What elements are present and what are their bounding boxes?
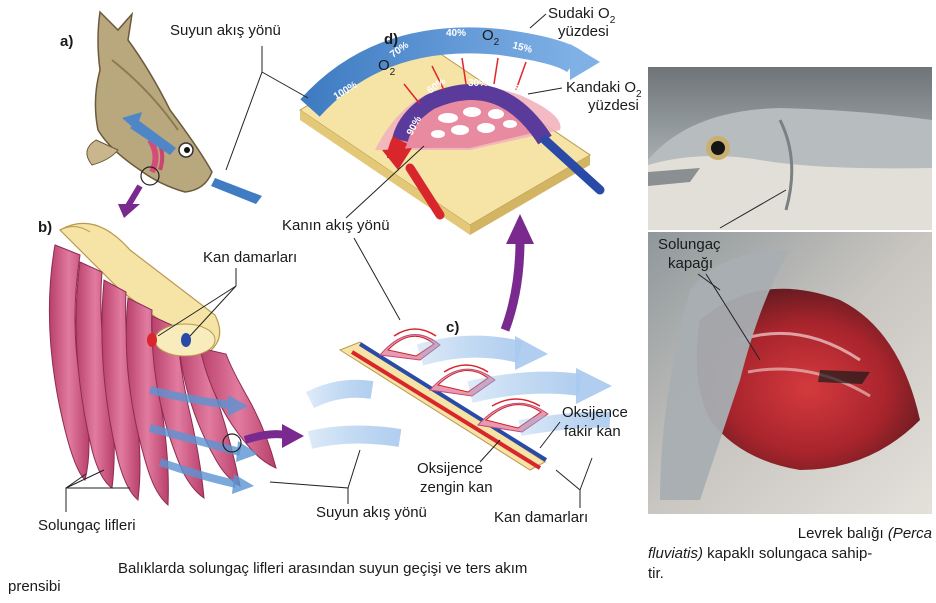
caption-left-line1: Balıklarda solungaç lifleri arasından su… xyxy=(118,559,638,579)
oxygen-poor-label-2: fakir kan xyxy=(564,423,621,440)
caption-left-line2: prensibi xyxy=(8,577,61,597)
panel-label-c: c) xyxy=(446,319,459,336)
blood-vessels-leaders-bottom xyxy=(556,458,592,508)
blood-vessels-label-bottom: Kan damarları xyxy=(494,509,588,526)
panel-label-b: b) xyxy=(38,219,52,236)
blood-flow-label: Kanın akış yönü xyxy=(282,217,390,234)
oxygen-rich-label-1: Oksijence xyxy=(417,460,483,477)
water-pct-40: 40% xyxy=(446,28,466,39)
oxygen-rich-label-2: zengin kan xyxy=(420,479,493,496)
fish-photo-top xyxy=(648,67,932,230)
blood-vessels-label-top: Kan damarları xyxy=(203,249,297,266)
operculum-label-2: kapağı xyxy=(668,255,713,272)
countercurrent-illustration xyxy=(300,40,600,235)
fish-illustration xyxy=(87,12,262,218)
water-flow-label-bottom: Suyun akış yönü xyxy=(316,504,427,521)
water-o2-label-2: yüzdesi xyxy=(558,23,609,40)
oxygen-poor-label-1: Oksijence xyxy=(562,404,628,421)
panel-label-a: a) xyxy=(60,33,73,50)
operculum-label-1: Solungaç xyxy=(658,236,721,253)
gill-filaments-label: Solungaç lifleri xyxy=(38,517,136,534)
blood-pct-30: 30% xyxy=(468,78,488,89)
water-flow-label-top: Suyun akış yönü xyxy=(170,22,281,39)
water-flow-leaders-top xyxy=(226,46,308,170)
fish-photo-bottom xyxy=(648,232,932,514)
water-flow-leaders-bottom xyxy=(270,450,360,504)
gill-filaments-leaders xyxy=(66,470,130,512)
caption-right-line1: Levrek balığı (Perca xyxy=(648,524,932,544)
blood-o2-label-2: yüzdesi xyxy=(588,97,639,114)
caption-right-line3: tir. xyxy=(648,564,664,584)
caption-right-line2: fluviatis) kapaklı solungaca sahip- xyxy=(648,544,932,564)
